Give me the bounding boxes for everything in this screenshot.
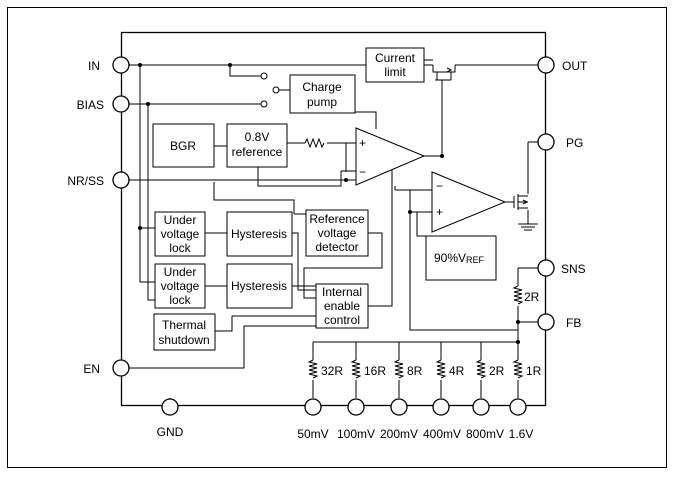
label-sns-fb-resistor: 2R — [524, 290, 540, 304]
label-100mv: 100mV — [337, 427, 375, 441]
pin-400mv — [432, 398, 450, 416]
sns-fb-resistor — [512, 285, 524, 305]
internal-enable-block: Internal enable control — [315, 283, 369, 329]
ladder-resistor-32r — [307, 359, 319, 379]
label-gnd: GND — [157, 425, 184, 439]
pin-sns — [537, 259, 555, 277]
internal-enable-line2: enable — [324, 299, 360, 313]
current-limit-line2: limit — [384, 65, 406, 79]
ladder-resistor-4r — [435, 359, 447, 379]
pin-pg — [537, 133, 555, 151]
pin-bias — [112, 95, 130, 113]
pin-100mv — [347, 398, 365, 416]
pg-transistor — [513, 194, 529, 210]
pg-comp-minus: − — [436, 179, 443, 193]
outer-frame — [7, 7, 667, 468]
label-8r: 8R — [407, 364, 423, 378]
internal-enable-line3: control — [324, 313, 360, 327]
pg-ref-label: 90%VREF — [434, 251, 485, 265]
reference-line1: 0.8V — [245, 130, 270, 144]
pin-in — [112, 56, 130, 74]
pass-transistor — [432, 65, 456, 80]
pg-reference-block: 90%VREF — [425, 235, 497, 281]
uvlo2-line2: voltage — [161, 279, 200, 293]
ref-detector-line1: Reference — [309, 212, 365, 226]
reference-block: 0.8V reference — [226, 123, 288, 168]
hysteresis-block-2: Hysteresis — [226, 263, 293, 309]
label-en: EN — [83, 362, 100, 376]
uvlo2-line3: lock — [169, 293, 191, 307]
resistors — [304, 137, 524, 379]
uvlo1-line1: Under — [164, 213, 197, 227]
ladder-resistor-2r — [475, 359, 487, 379]
pin-50mv — [304, 398, 322, 416]
pin-labels: IN BIAS NR/SS EN OUT PG SNS FB GND 50mV … — [67, 59, 588, 441]
pin-en — [112, 359, 130, 377]
label-nr-ss: NR/SS — [67, 174, 104, 188]
label-bias: BIAS — [77, 98, 104, 112]
uvlo1-line2: voltage — [161, 227, 200, 241]
label-pg: PG — [566, 136, 583, 150]
pin-200mv — [390, 398, 408, 416]
pin-1v6 — [509, 398, 527, 416]
hysteresis1-label: Hysteresis — [231, 227, 287, 241]
uvlo-block-1: Under voltage lock — [154, 211, 206, 257]
charge-pump-line2: pump — [307, 95, 337, 109]
ref-resistor — [304, 137, 325, 149]
label-1r: 1R — [526, 364, 542, 378]
junctions — [138, 63, 520, 344]
ladder-resistor-1r — [512, 359, 524, 379]
ladder-resistor-8r — [393, 359, 405, 379]
internal-enable-line1: Internal — [322, 285, 362, 299]
label-1v6: 1.6V — [509, 427, 534, 441]
label-200mv: 200mV — [380, 427, 418, 441]
ref-detector-block: Reference voltage detector — [305, 209, 369, 257]
label-fb: FB — [566, 316, 581, 330]
current-limit-line1: Current — [375, 51, 416, 65]
charge-pump-switch — [260, 72, 280, 108]
pin-fb — [537, 313, 555, 331]
charge-pump-block: Charge pump — [289, 74, 356, 114]
pin-out — [537, 56, 555, 74]
thermal-shutdown-block: Thermal shutdown — [153, 313, 216, 351]
ref-detector-line2: voltage — [318, 226, 357, 240]
pg-ref-main: 90%V — [434, 251, 466, 265]
bgr-label: BGR — [170, 139, 196, 153]
ref-detector-line3: detector — [315, 240, 358, 254]
uvlo1-line3: lock — [169, 241, 191, 255]
label-out: OUT — [562, 59, 588, 73]
label-in: IN — [88, 59, 100, 73]
pins — [112, 56, 555, 416]
resistor-labels: 2R 32R 16R 8R 4R 2R 1R — [321, 290, 542, 378]
pg-ref-sub: REF — [466, 255, 485, 265]
label-800mv: 800mV — [466, 427, 504, 441]
label-2r: 2R — [489, 364, 505, 378]
uvlo-block-2: Under voltage lock — [154, 263, 206, 309]
reference-line2: reference — [232, 145, 283, 159]
label-400mv: 400mV — [423, 427, 461, 441]
hysteresis-block-1: Hysteresis — [226, 211, 293, 257]
pg-comparator: − + — [431, 171, 507, 233]
error-amplifier: + − — [355, 127, 426, 186]
uvlo2-line1: Under — [164, 265, 197, 279]
label-50mv: 50mV — [297, 427, 328, 441]
pin-nr-ss — [112, 171, 130, 189]
error-amp-plus: + — [359, 136, 366, 150]
error-amp-minus: − — [359, 165, 366, 179]
hysteresis2-label: Hysteresis — [231, 279, 287, 293]
ladder-resistor-16r — [350, 359, 362, 379]
current-limit-block: Current limit — [365, 47, 425, 83]
charge-pump-line1: Charge — [302, 80, 342, 94]
label-32r: 32R — [321, 364, 343, 378]
thermal-line1: Thermal — [162, 318, 206, 332]
pin-800mv — [472, 398, 490, 416]
label-4r: 4R — [449, 364, 465, 378]
bgr-block: BGR — [152, 123, 215, 168]
pin-gnd — [161, 398, 179, 416]
thermal-line2: shutdown — [158, 333, 209, 347]
pg-comp-plus: + — [436, 205, 443, 219]
label-16r: 16R — [364, 364, 386, 378]
label-sns: SNS — [561, 262, 586, 276]
